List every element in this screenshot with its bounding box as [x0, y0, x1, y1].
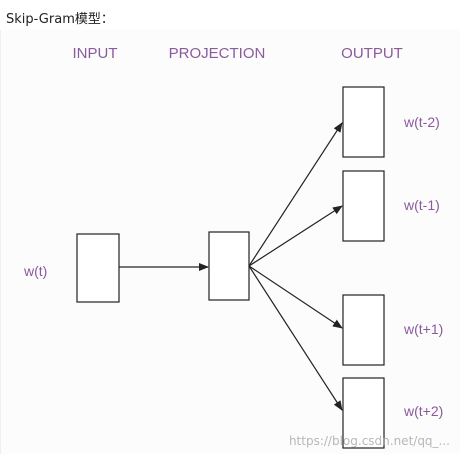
projection-box: [208, 231, 250, 301]
watermark-text: https://blog.csdn.net/qq_...: [288, 434, 450, 448]
output-word-label-1: w(t-2): [403, 114, 440, 130]
output-word-label-3: w(t+1): [403, 321, 443, 337]
output-box-4: [342, 377, 385, 449]
caption-text: Skip-Gram模型：: [6, 12, 114, 27]
output-word-label-2: w(t-1): [403, 197, 440, 213]
arrow-to-output-1: [248, 122, 343, 267]
input-word-label: w(t): [23, 263, 47, 279]
header-projection: PROJECTION: [169, 45, 266, 62]
header-output: OUTPUT: [341, 45, 403, 62]
arrow-to-output-2: [248, 205, 343, 267]
input-box: [76, 233, 120, 303]
output-box-2: [342, 170, 385, 242]
arrow-to-output-4: [248, 265, 343, 411]
header-input: INPUT: [73, 45, 118, 62]
output-word-label-4: w(t+2): [403, 403, 443, 419]
output-box-1: [342, 86, 385, 158]
output-box-3: [342, 294, 385, 366]
arrow-to-output-3: [248, 265, 343, 329]
